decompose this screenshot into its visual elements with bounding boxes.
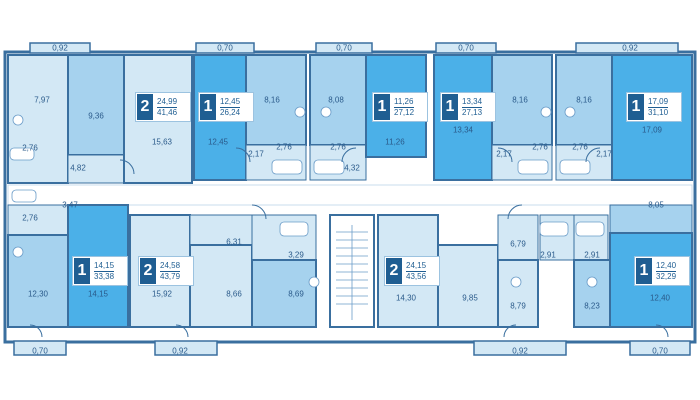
stairwell — [329, 214, 375, 328]
living-area: 12,40 — [656, 260, 677, 272]
room-area-label: 3,47 — [62, 200, 78, 210]
room-area-label: 2,76 — [22, 143, 38, 153]
room-area-label: 8,16 — [576, 95, 592, 105]
balcony-area-label: 0,92 — [52, 43, 68, 53]
room-area-label: 11,26 — [385, 137, 405, 147]
room-area-label: 8,79 — [510, 301, 526, 311]
room-count: 1 — [74, 258, 90, 284]
total-area: 41,46 — [157, 107, 178, 117]
room-area-label: 2,91 — [540, 250, 556, 260]
total-area: 43,56 — [406, 271, 427, 281]
fixtures — [9, 106, 605, 288]
total-area: 26,24 — [220, 107, 241, 117]
balcony-area-label: 0,70 — [217, 43, 233, 53]
room-area-label: 8,08 — [328, 95, 344, 105]
room-area-label: 8,05 — [648, 200, 664, 210]
room-area-label: 8,69 — [288, 289, 304, 299]
room-area-label: 6,31 — [226, 237, 242, 247]
room-area-label: 2,76 — [330, 142, 346, 152]
room-area-label: 13,34 — [452, 125, 474, 135]
room-area-label: 2,17 — [496, 149, 512, 159]
total-area: 32,29 — [656, 271, 677, 281]
room-area-label: 15,92 — [151, 289, 173, 299]
living-area: 12,45 — [220, 96, 241, 108]
room-area-label: 2,76 — [276, 142, 292, 152]
room-area-label: 17,09 — [641, 125, 663, 135]
room-area-label: 9,36 — [88, 111, 104, 121]
room-area-label: 8,23 — [584, 301, 600, 311]
balcony-area-label: 0,70 — [32, 346, 48, 356]
balcony-area-label: 0,70 — [336, 43, 352, 53]
room-area-label: 2,17 — [596, 149, 612, 159]
room-count: 1 — [636, 258, 652, 284]
living-area: 13,34 — [462, 96, 483, 108]
room-area-label: 12,45 — [207, 137, 229, 147]
total-area: 31,10 — [648, 107, 669, 117]
balconies-bottom — [13, 340, 691, 356]
total-area: 27,13 — [462, 107, 483, 117]
apartment-top-1[interactable] — [7, 54, 125, 184]
living-area: 11,26 — [394, 96, 415, 108]
total-area: 33,38 — [94, 271, 115, 281]
total-area: 27,12 — [394, 107, 415, 117]
balcony-area-label: 0,92 — [512, 346, 528, 356]
room-area-label: 6,79 — [510, 239, 526, 249]
room-area-label: 14,30 — [395, 293, 417, 303]
room-area-label: 2,76 — [22, 213, 38, 223]
room-area-label: 4,32 — [344, 163, 360, 173]
balcony-area-label: 0,70 — [652, 346, 668, 356]
room-area-label: 2,76 — [532, 142, 548, 152]
living-area: 14,15 — [94, 260, 115, 272]
room-area-label: 4,82 — [70, 163, 86, 173]
room-area-label: 9,85 — [462, 293, 478, 303]
room-area-label: 8,66 — [226, 289, 242, 299]
room-count: 1 — [628, 94, 644, 120]
room-count: 1 — [374, 94, 390, 120]
room-area-label: 8,16 — [512, 95, 528, 105]
room-area-label: 2,17 — [248, 149, 264, 159]
room-area-label: 12,40 — [649, 293, 671, 303]
room-area-label: 14,15 — [87, 289, 109, 299]
room-count: 1 — [442, 94, 458, 120]
balcony-area-label: 0,92 — [622, 43, 638, 53]
total-area: 43,79 — [160, 271, 181, 281]
room-count: 2 — [137, 94, 153, 120]
room-area-label: 15,63 — [151, 137, 173, 147]
room-area-label: 3,29 — [288, 250, 304, 260]
room-area-label: 2,76 — [572, 142, 588, 152]
living-area: 24,58 — [160, 260, 181, 272]
room-area-label: 2,91 — [584, 250, 600, 260]
room-count: 1 — [200, 94, 216, 120]
room-area-label: 7,97 — [34, 95, 50, 105]
room-area-label: 8,16 — [264, 95, 280, 105]
corridor — [7, 184, 693, 206]
balcony-area-label: 0,92 — [172, 346, 188, 356]
balconies-top — [29, 42, 679, 54]
living-area: 17,09 — [648, 96, 669, 108]
door-swings — [29, 147, 669, 338]
living-area: 24,15 — [406, 260, 427, 272]
living-area: 24,99 — [157, 96, 178, 108]
room-area-label: 12,30 — [27, 289, 49, 299]
balcony-area-label: 0,70 — [458, 43, 474, 53]
room-count: 2 — [140, 258, 156, 284]
room-count: 2 — [386, 258, 402, 284]
